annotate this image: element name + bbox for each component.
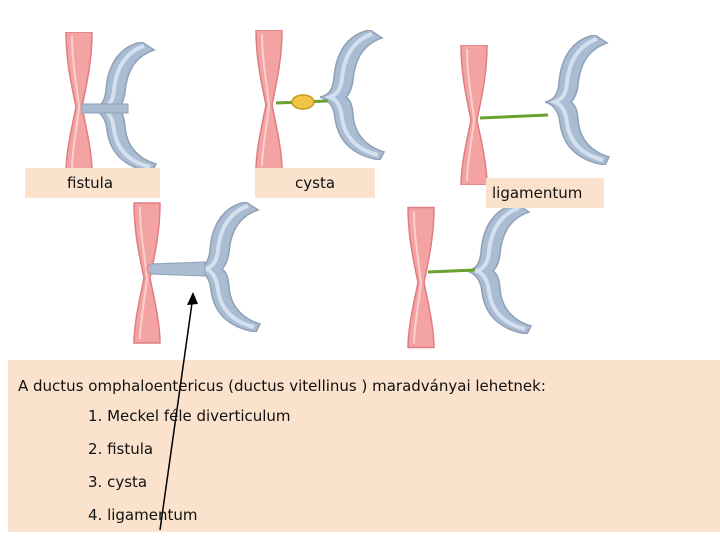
description-heading: A ductus omphaloentericus (ductus vitell… xyxy=(18,377,546,395)
fistula-label: fistula xyxy=(25,168,160,198)
ligamentum-label-text: ligamentum xyxy=(492,184,583,202)
ligament-variant-figure xyxy=(406,204,533,349)
cysta-label-text: cysta xyxy=(295,174,336,192)
list-item: 3. cysta xyxy=(88,473,148,491)
fistula-label-text: fistula xyxy=(67,174,114,192)
fistula-figure xyxy=(65,32,158,172)
cysta-label: cysta xyxy=(255,168,375,198)
meckel-diverticulum-figure xyxy=(132,201,262,345)
description-box: A ductus omphaloentericus (ductus vitell… xyxy=(8,360,720,532)
ligamentum-label: ligamentum xyxy=(486,178,604,208)
list-item: 4. ligamentum xyxy=(88,506,198,524)
list-item: 1. Meckel féle diverticulum xyxy=(88,407,291,425)
list-item: 2. fistula xyxy=(88,440,154,458)
ligamentum-figure xyxy=(460,35,611,185)
cysta-figure xyxy=(255,30,386,170)
